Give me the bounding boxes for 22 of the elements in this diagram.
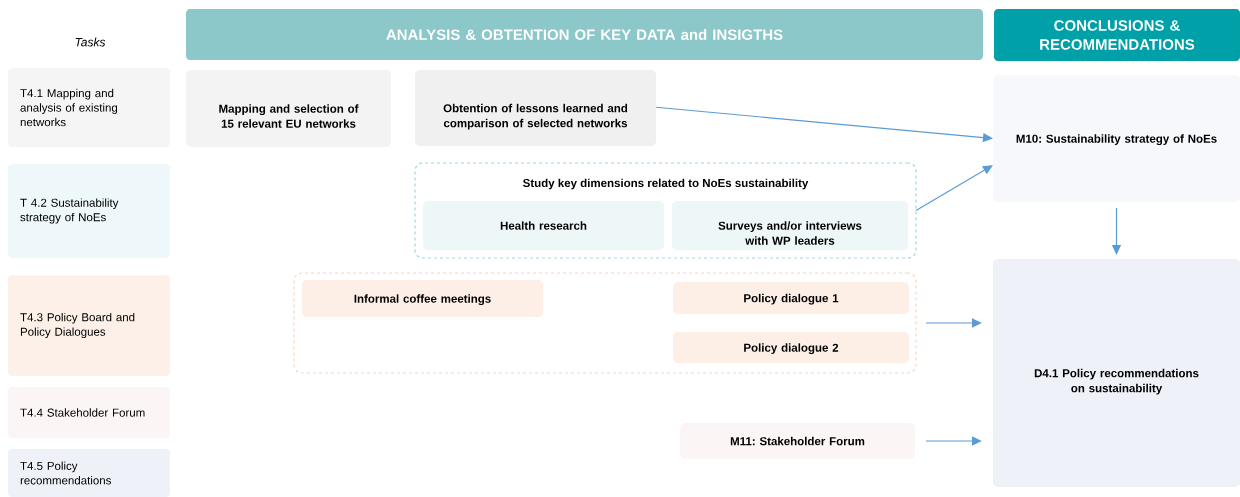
column-heading: Tasks xyxy=(75,37,106,47)
process-box: M11: Stakeholder Forum xyxy=(680,423,915,459)
phase-header: CONCLUSIONS & RECOMMENDATIONS xyxy=(994,9,1240,61)
phase-header: ANALYSIS & OBTENTION OF KEY DATA and INSIGTHS xyxy=(186,9,983,60)
process-box: Policy dialogue 2 xyxy=(673,332,909,363)
process-box: M10: Sustainability strategy of NoEs xyxy=(993,75,1240,202)
task-box: T 4.2 Sustainability strategy of NoEs xyxy=(8,164,170,258)
process-box: Informal coffee meetings xyxy=(302,280,543,317)
process-box: Mapping and selection of 15 relevant EU networks xyxy=(186,70,391,147)
task-box: T4.4 Stakeholder Forum xyxy=(8,387,170,438)
arrow xyxy=(925,318,982,328)
process-box: D4.1 Policy recommendations on sustainability xyxy=(993,259,1240,487)
process-box: Policy dialogue 1 xyxy=(673,282,909,314)
task-box: T4.3 Policy Board and Policy Dialogues xyxy=(8,275,170,376)
process-box: Surveys and/or interviews with WP leaders xyxy=(672,201,908,250)
process-box: Obtention of lessons learned and comparison of selected networks xyxy=(415,70,656,146)
task-box: T4.1 Mapping and analysis of existing networks xyxy=(8,68,170,147)
arrow xyxy=(925,436,982,446)
task-box: T4.5 Policy recommendations xyxy=(8,449,170,497)
process-box: Health research xyxy=(423,201,664,250)
group-frame xyxy=(293,272,917,374)
arrow xyxy=(915,165,993,212)
